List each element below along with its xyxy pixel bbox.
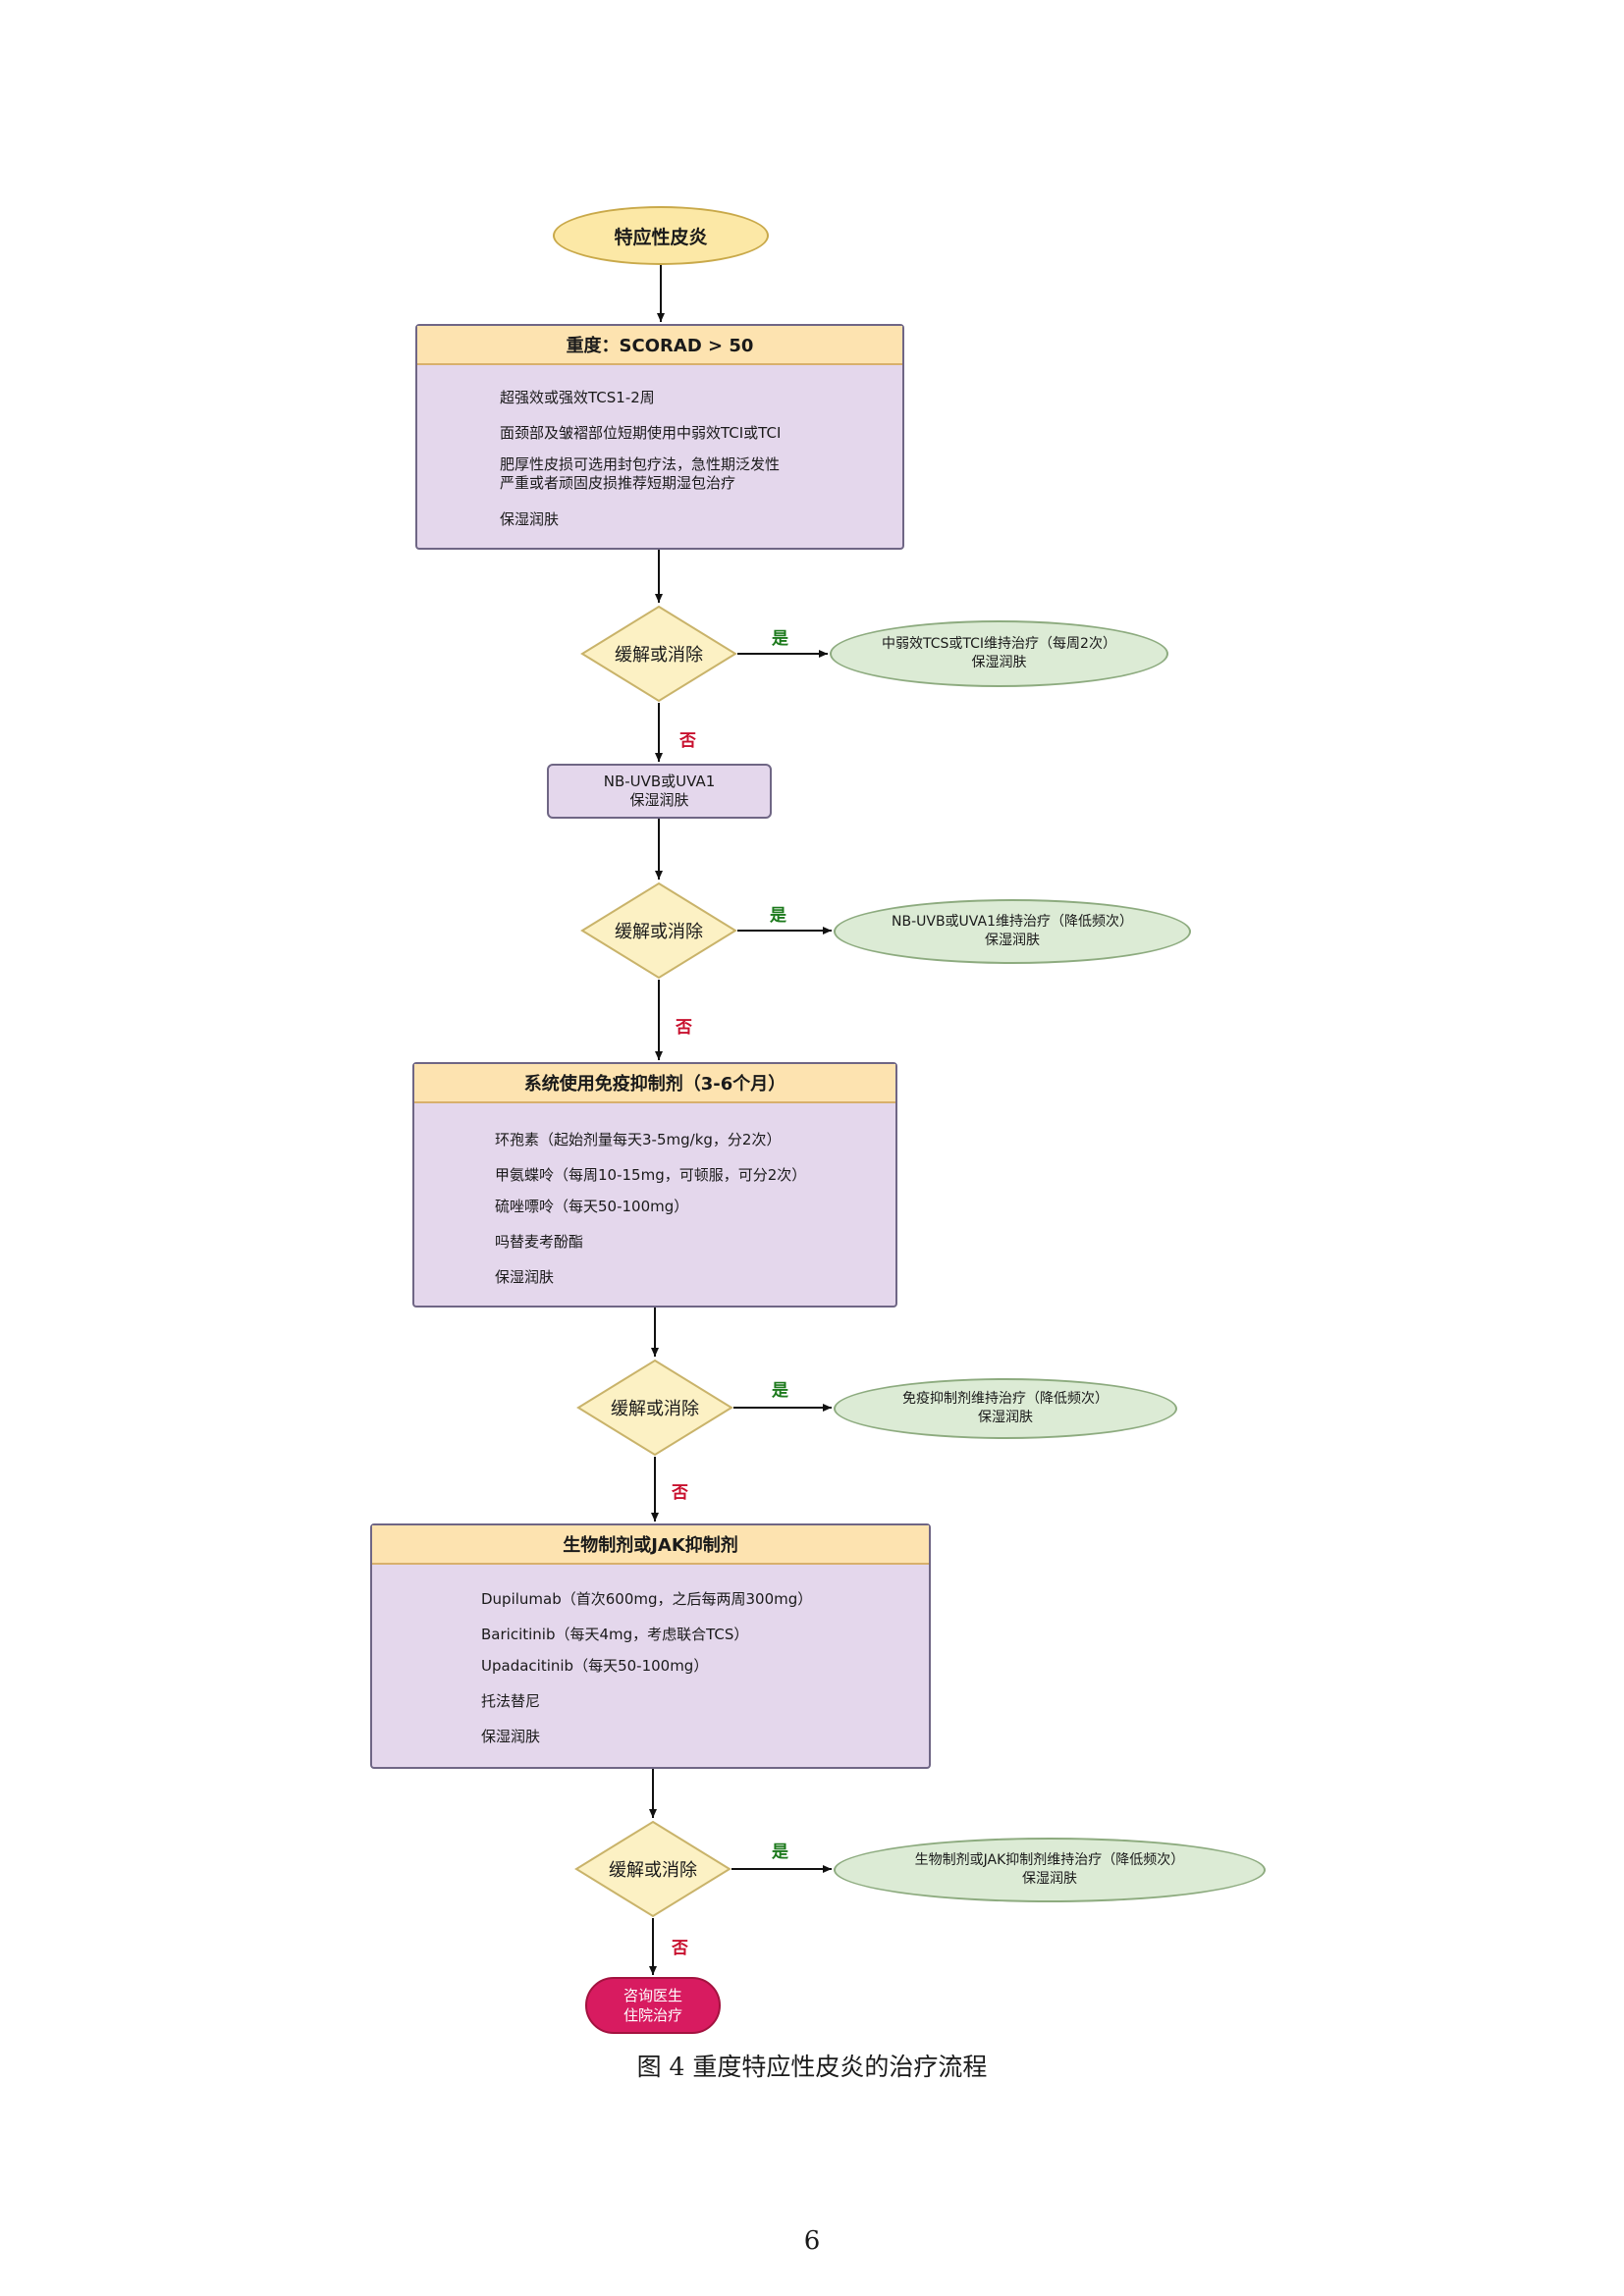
severe-treatment-title: 重度：SCORAD > 50 [417, 326, 902, 365]
decision-2: 缓解或消除 [580, 881, 737, 980]
biologics-item-1: Dupilumab（首次600mg，之后每两周300mg） [481, 1590, 813, 1608]
immuno-item-2: 甲氨蝶呤（每周10-15mg，可顿服，可分2次） [495, 1166, 807, 1184]
immunosuppressant-title: 系统使用免疫抑制剂（3-6个月） [414, 1064, 895, 1103]
immuno-item-1: 环孢素（起始剂量每天3-5mg/kg，分2次） [495, 1131, 782, 1148]
yes-label-4: 是 [772, 1842, 788, 1862]
yes-label-1: 是 [772, 629, 788, 649]
immuno-item-5: 保湿润肤 [495, 1268, 555, 1286]
start-label: 特应性皮炎 [614, 226, 708, 248]
maintenance-leaf-1: 中弱效TCS或TCI维持治疗（每周2次） 保湿润肤 [830, 620, 1168, 687]
phototherapy-line-2: 保湿润肤 [629, 791, 689, 809]
no-label-1: 否 [679, 731, 696, 751]
decision-4-label: 缓解或消除 [609, 1860, 697, 1881]
biologics-box: 生物制剂或JAK抑制剂 Dupilumab（首次600mg，之后每两周300mg… [370, 1523, 931, 1769]
no-label-2: 否 [676, 1018, 692, 1038]
no-label-4: 否 [672, 1939, 688, 1958]
maintenance-leaf-3: 免疫抑制剂维持治疗（降低频次） 保湿润肤 [834, 1378, 1177, 1439]
decision-3: 缓解或消除 [576, 1359, 733, 1457]
decision-4: 缓解或消除 [574, 1820, 731, 1918]
leaf-4-line-1: 生物制剂或JAK抑制剂维持治疗（降低频次） [914, 1852, 1185, 1868]
severe-item-1: 超强效或强效TCS1-2周 [500, 389, 655, 406]
leaf-1-line-2: 保湿润肤 [971, 655, 1027, 670]
biologics-item-5: 保湿润肤 [481, 1728, 541, 1745]
phototherapy-line-1: NB-UVB或UVA1 [603, 773, 716, 790]
decision-2-label: 缓解或消除 [615, 922, 703, 942]
biologics-item-4: 托法替尼 [481, 1692, 541, 1710]
end-line-2: 住院治疗 [623, 2006, 682, 2024]
leaf-2-line-1: NB-UVB或UVA1维持治疗（降低频次） [892, 914, 1133, 930]
immuno-item-4: 吗替麦考酚酯 [495, 1233, 584, 1251]
immunosuppressant-box: 系统使用免疫抑制剂（3-6个月） 环孢素（起始剂量每天3-5mg/kg，分2次）… [412, 1062, 897, 1308]
severe-item-3: 肥厚性皮损可选用封包疗法，急性期泛发性 [500, 455, 781, 473]
decision-3-label: 缓解或消除 [611, 1399, 699, 1419]
biologics-item-2: Baricitinib（每天4mg，考虑联合TCS） [481, 1626, 749, 1643]
end-line-1: 咨询医生 [623, 1987, 682, 2004]
figure-caption: 图 4 重度特应性皮炎的治疗流程 [636, 2053, 988, 2081]
leaf-4-line-2: 保湿润肤 [1022, 1871, 1077, 1887]
maintenance-leaf-4: 生物制剂或JAK抑制剂维持治疗（降低频次） 保湿润肤 [834, 1838, 1266, 1902]
decision-1: 缓解或消除 [580, 605, 737, 703]
biologics-title: 生物制剂或JAK抑制剂 [372, 1525, 929, 1565]
severe-item-2: 面颈部及皱褶部位短期使用中弱效TCI或TCI [500, 424, 782, 442]
page-number: 6 [803, 2226, 821, 2256]
leaf-1-line-1: 中弱效TCS或TCI维持治疗（每周2次） [882, 636, 1116, 652]
leaf-3-line-2: 保湿润肤 [978, 1410, 1033, 1425]
biologics-item-3: Upadacitinib（每天50-100mg） [481, 1657, 709, 1675]
decision-1-label: 缓解或消除 [615, 645, 703, 666]
severe-treatment-box: 重度：SCORAD > 50 超强效或强效TCS1-2周 面颈部及皱褶部位短期使… [415, 324, 904, 550]
no-label-3: 否 [672, 1483, 688, 1503]
start-node: 特应性皮炎 [553, 206, 769, 265]
yes-label-3: 是 [772, 1381, 788, 1401]
yes-label-2: 是 [770, 906, 786, 926]
immuno-item-3: 硫唑嘌呤（每天50-100mg） [495, 1198, 689, 1215]
consult-doctor-node: 咨询医生 住院治疗 [585, 1977, 721, 2034]
severe-item-5: 保湿润肤 [500, 510, 560, 528]
leaf-2-line-2: 保湿润肤 [985, 933, 1040, 948]
severe-item-4: 严重或者顽固皮损推荐短期湿包治疗 [500, 474, 736, 492]
leaf-3-line-1: 免疫抑制剂维持治疗（降低频次） [902, 1391, 1109, 1407]
maintenance-leaf-2: NB-UVB或UVA1维持治疗（降低频次） 保湿润肤 [834, 899, 1191, 964]
phototherapy-box: NB-UVB或UVA1 保湿润肤 [547, 764, 772, 819]
